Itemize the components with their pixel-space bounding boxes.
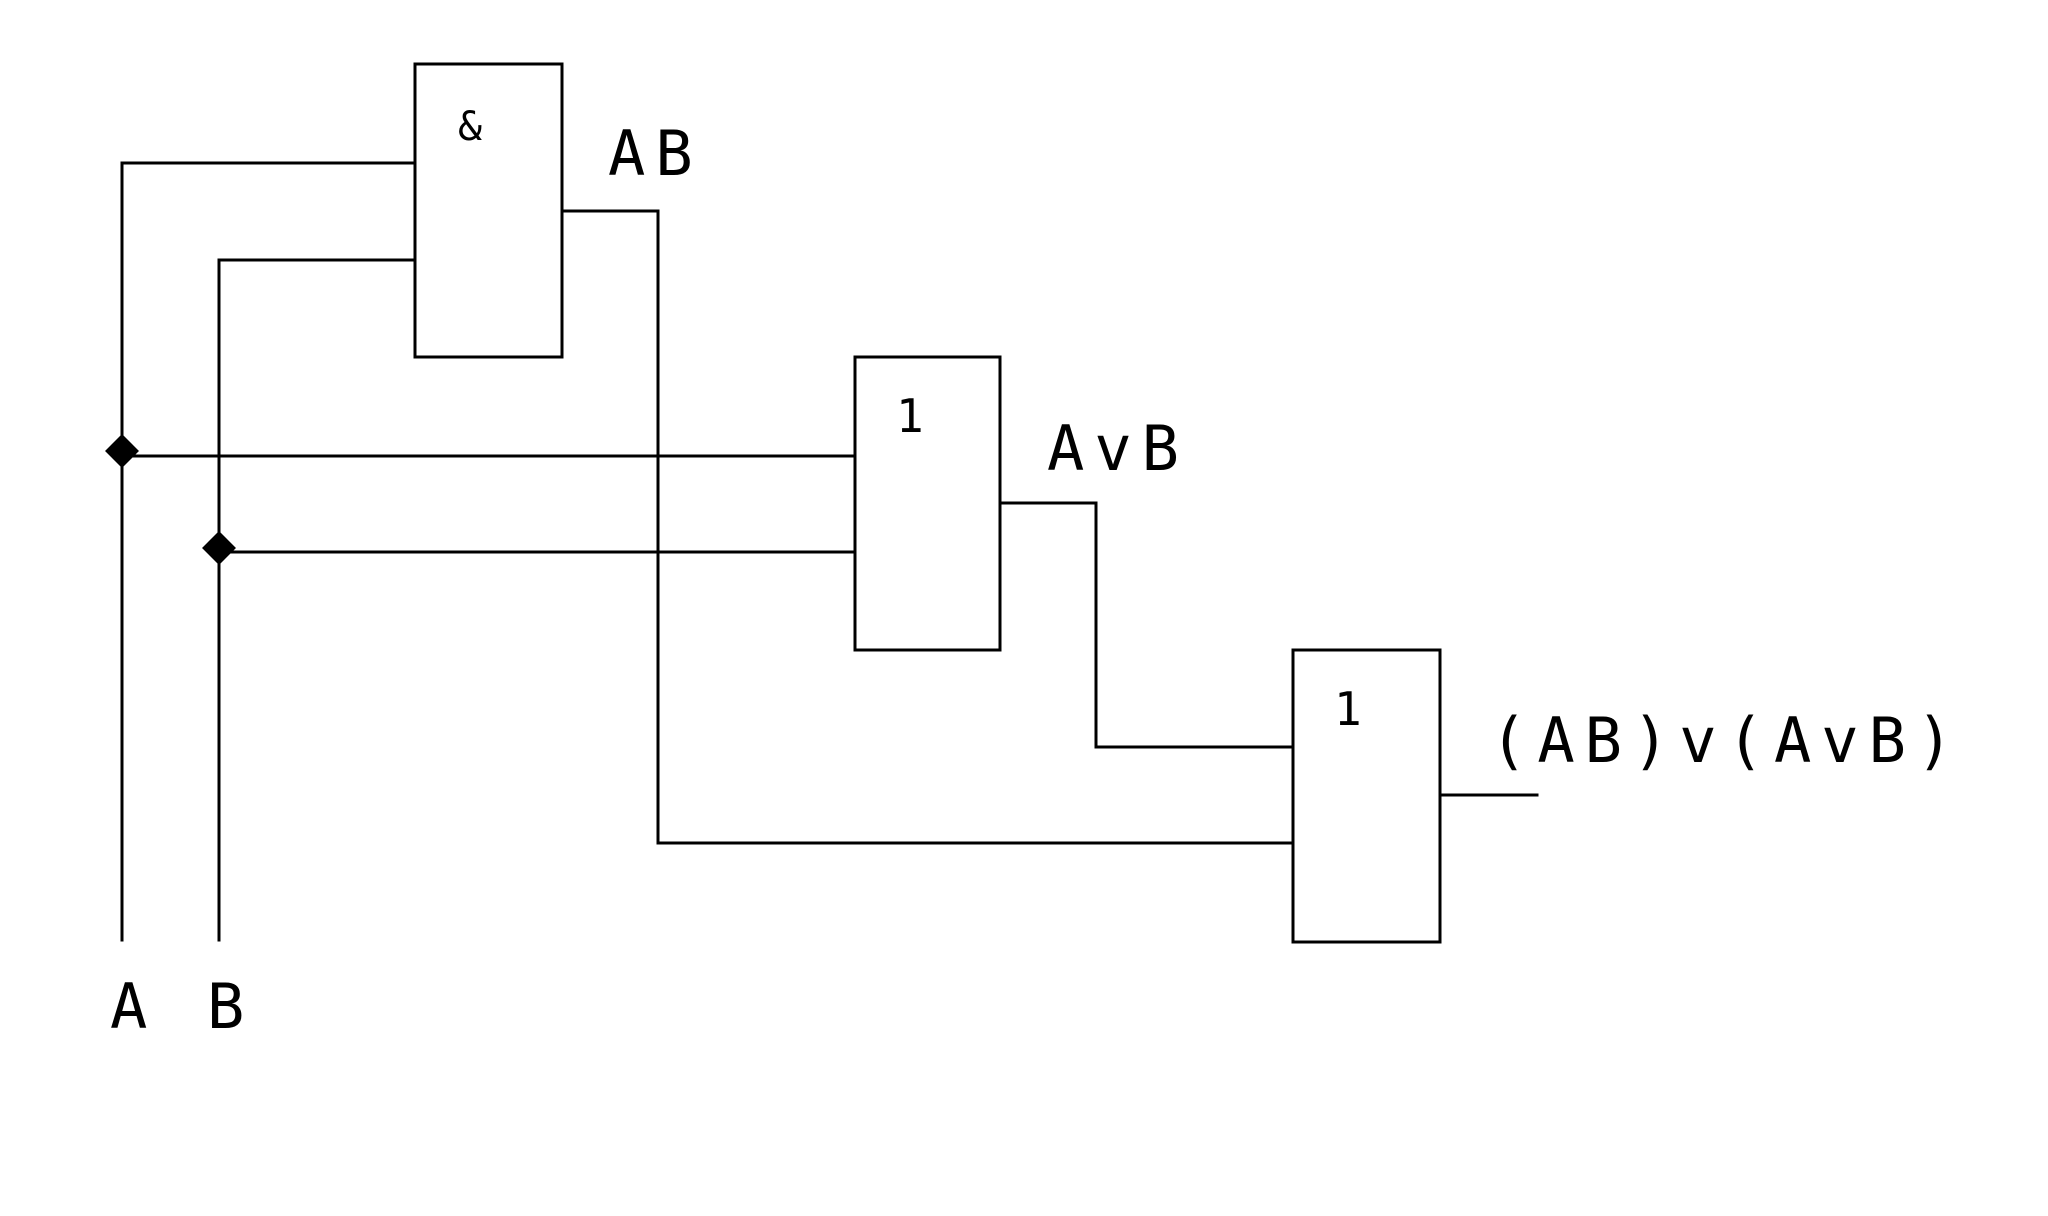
- junction-b-dot: [202, 531, 236, 565]
- or1-output-label: AvB: [1047, 412, 1189, 485]
- input-b-wire: [217, 258, 417, 942]
- junction-a-dot: [105, 434, 139, 468]
- or-gate-2-box: [1291, 648, 1442, 944]
- or-gate-1-box: [853, 355, 1002, 652]
- or-gate-1: 1: [853, 355, 1002, 652]
- or2-output-label: (AB)v(AvB): [1490, 704, 1963, 777]
- and-gate-symbol: &: [458, 104, 482, 150]
- input-a-wire: [120, 161, 417, 942]
- and-gate: &: [413, 62, 564, 359]
- input-a-label: A: [110, 970, 157, 1043]
- and-output-wire: [560, 209, 1295, 845]
- input-b-label: B: [207, 970, 254, 1043]
- or-gate-1-symbol: 1: [896, 389, 924, 443]
- and-gate-box: [413, 62, 564, 359]
- and-output-label: AB: [608, 117, 703, 190]
- or-gate-2-symbol: 1: [1334, 682, 1362, 736]
- or1-output-wire: [998, 501, 1295, 749]
- or-gate-2: 1: [1291, 648, 1442, 944]
